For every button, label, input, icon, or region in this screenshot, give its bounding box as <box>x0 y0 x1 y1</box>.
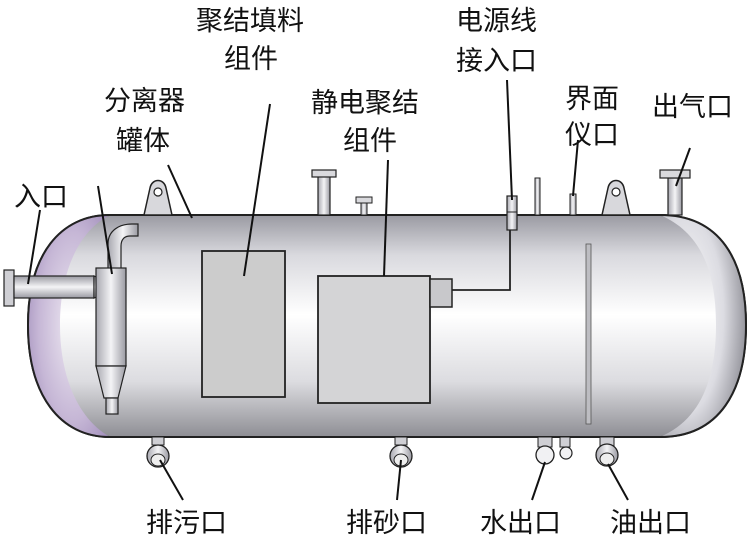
power-cable-port <box>506 195 518 231</box>
oil-outlet-nozzle <box>595 436 619 467</box>
label-coalescing-fill-2: 组件 <box>224 44 278 75</box>
leader-gas <box>675 147 691 187</box>
small-nozzle <box>534 177 541 216</box>
electrostatic-coalescer <box>317 230 511 404</box>
label-power-1: 电源线 <box>456 6 537 37</box>
leader-lines <box>27 79 691 501</box>
label-sand-outlet: 排砂口 <box>346 508 427 539</box>
label-separator-1: 分离器 <box>104 86 185 117</box>
leader-cyclone <box>97 185 113 275</box>
water-outlet-nozzle <box>535 436 573 465</box>
weir-plate <box>585 243 592 425</box>
label-interface-2: 仪口 <box>565 120 619 151</box>
top-nozzle-1 <box>311 169 337 216</box>
left-head <box>28 215 110 437</box>
gas-outlet-nozzle <box>659 169 691 216</box>
coalescing-packing <box>201 250 286 398</box>
leader-water <box>531 461 546 501</box>
label-interface-1: 界面 <box>565 84 619 115</box>
label-water-outlet: 水出口 <box>480 508 561 539</box>
top-nozzle-2 <box>355 196 373 216</box>
drain-outlet-nozzle <box>146 436 170 468</box>
label-inlet: 入口 <box>14 182 68 213</box>
right-head <box>660 215 746 437</box>
interface-meter-nozzle <box>569 193 577 216</box>
label-power-2: 接入口 <box>456 46 537 77</box>
cyclone-separator <box>95 223 139 415</box>
leader-electrostatic <box>383 159 389 277</box>
label-gas-outlet: 出气口 <box>652 92 733 123</box>
leader-drain <box>159 459 184 501</box>
labels: 聚结填料 组件 电源线 接入口 分离器 罐体 静电聚结 组件 界面 仪口 出气口… <box>14 6 733 539</box>
lifting-lug-right <box>601 179 631 216</box>
label-oil-outlet: 油出口 <box>610 508 691 539</box>
leader-power <box>506 79 513 201</box>
leader-vessel <box>167 164 193 219</box>
leader-packing <box>243 103 271 277</box>
leader-interface <box>572 139 579 197</box>
label-coalescing-fill-1: 聚结填料 <box>196 6 304 37</box>
sand-outlet-nozzle <box>389 436 413 468</box>
label-drain-outlet: 排污口 <box>146 508 227 539</box>
leader-oil <box>607 463 629 501</box>
lifting-lug-left <box>143 179 173 216</box>
leader-sand <box>396 459 402 501</box>
label-electrostatic-2: 组件 <box>343 126 397 157</box>
label-electrostatic-1: 静电聚结 <box>311 88 419 119</box>
label-separator-2: 罐体 <box>116 126 170 157</box>
leader-inlet <box>27 209 41 285</box>
